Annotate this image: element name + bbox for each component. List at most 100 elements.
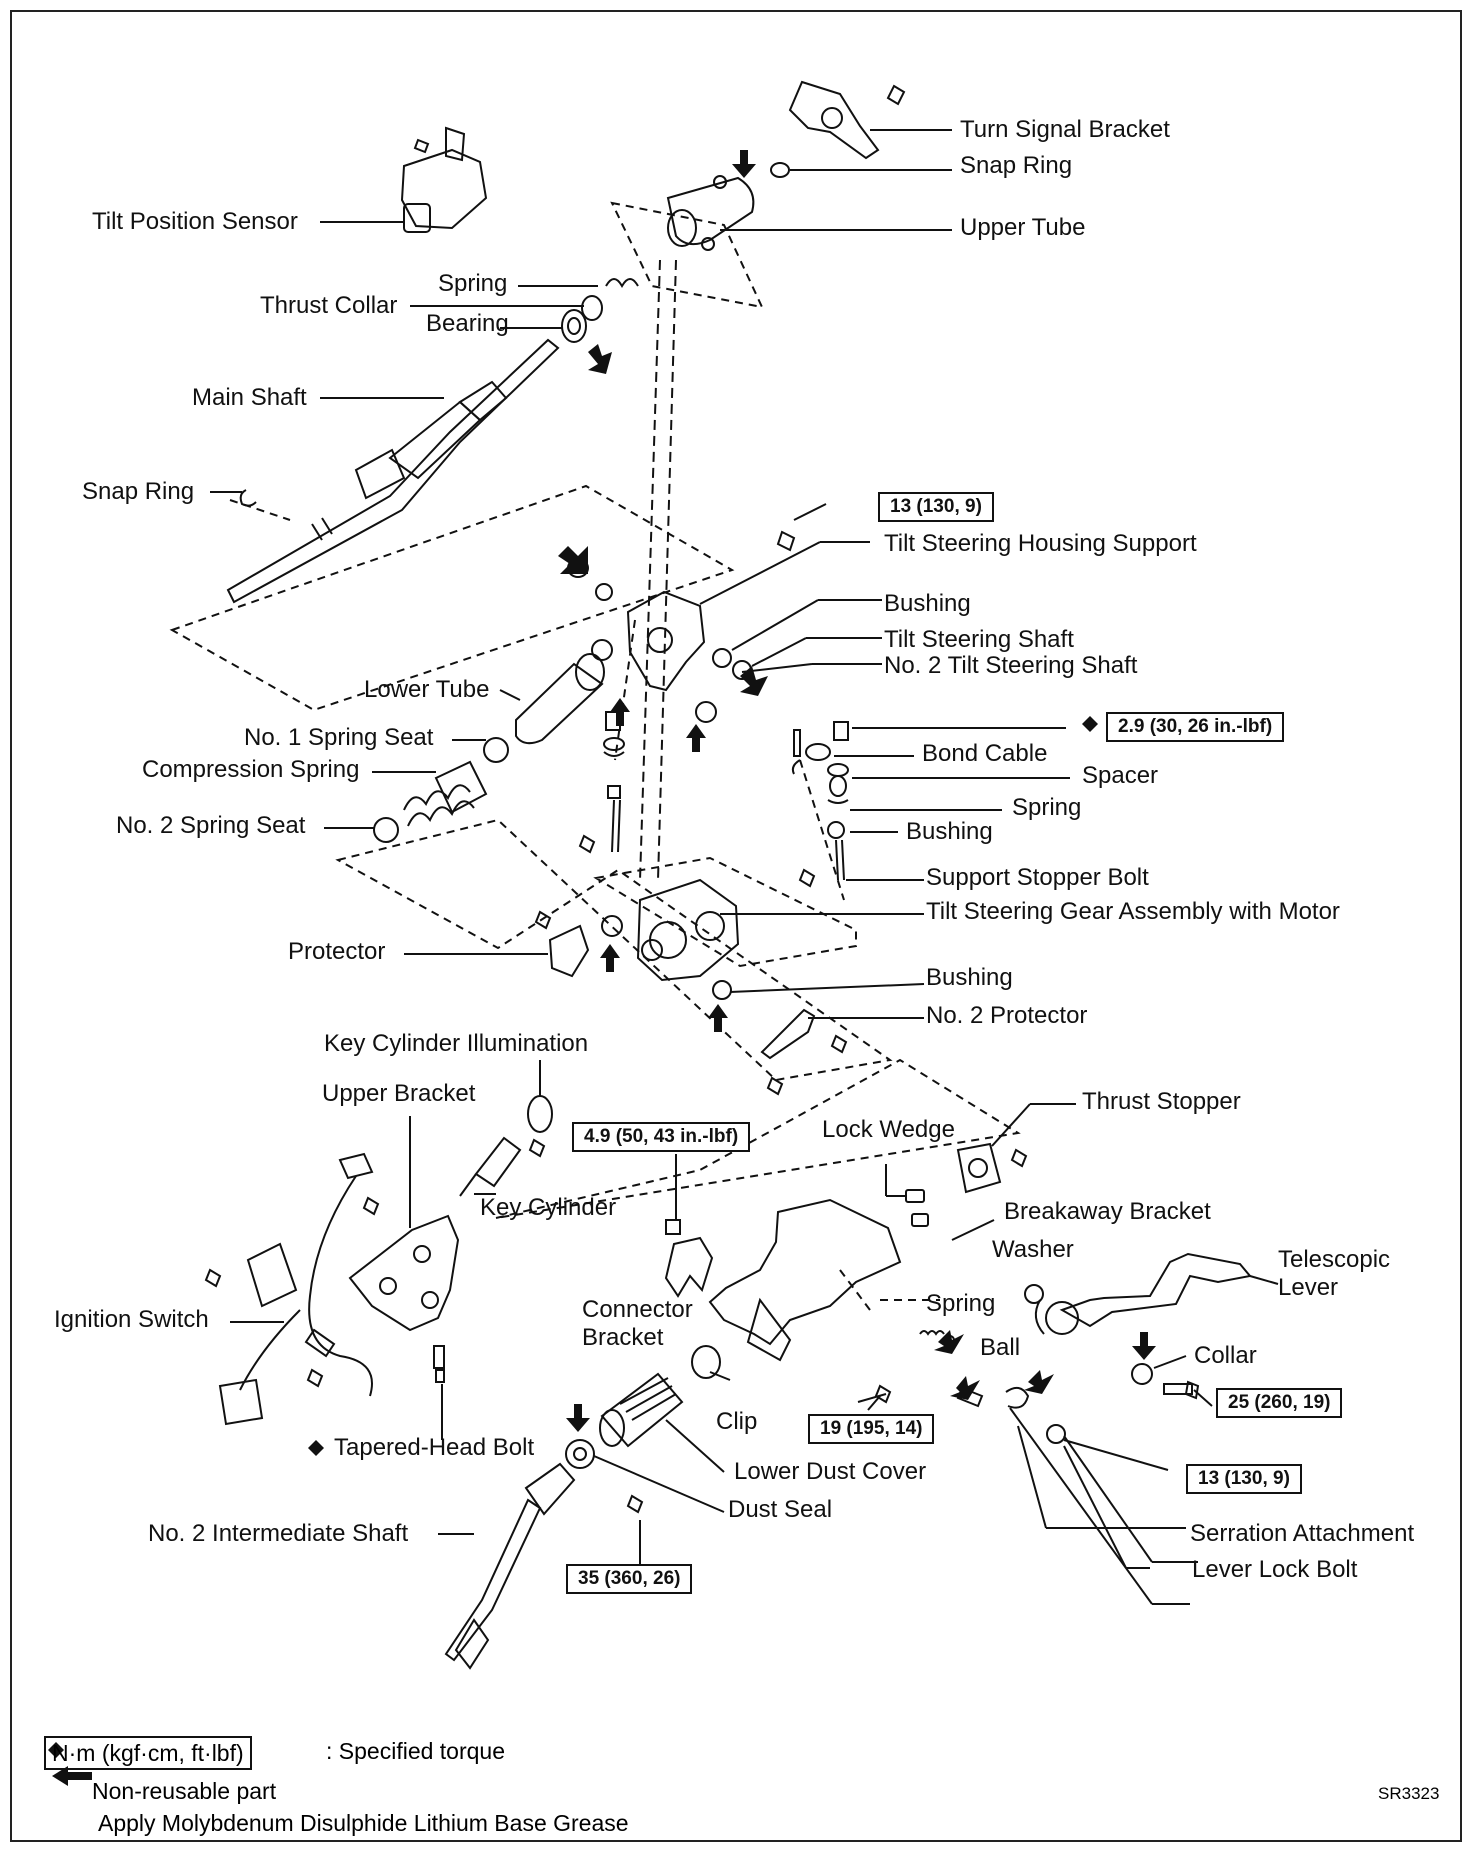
label-lever-lock-bolt: Lever Lock Bolt: [1192, 1556, 1358, 1583]
spring-coil-shape: [605, 278, 639, 289]
label-bushing-3: Bushing: [926, 964, 1013, 991]
label-collar: Collar: [1194, 1342, 1257, 1369]
torque-box: 4.9 (50, 43 in.-lbf): [572, 1122, 751, 1152]
label-key-cylinder-illumination: Key Cylinder Illumination: [324, 1030, 589, 1057]
harness-shape: [308, 1175, 373, 1397]
label-compression-spring: Compression Spring: [142, 756, 360, 783]
upper-bracket-shape: [348, 1214, 460, 1332]
legend-nonreusable: Non-reusable part: [92, 1778, 277, 1804]
label-tilt-steering-gear: Tilt Steering Gear Assembly with Motor: [926, 898, 1340, 925]
label-clip: Clip: [716, 1408, 758, 1435]
upper-bracket-dash-box: [495, 1058, 1021, 1219]
legend-torque-unit: N·m (kgf·cm, ft·lbf): [44, 1736, 252, 1770]
drawing-code: SR3323: [1378, 1784, 1440, 1803]
compression-spring-shape: [403, 784, 471, 811]
no2-protector-shape: [760, 1008, 816, 1060]
main-shaft-dash-box: [169, 484, 735, 712]
label-protector: Protector: [288, 938, 386, 965]
legend-torque-desc: : Specified torque: [326, 1738, 506, 1764]
key-cylinder-shape: [474, 1136, 522, 1188]
telescopic-lever-shape: [1059, 1252, 1252, 1328]
label-spacer: Spacer: [1082, 762, 1159, 789]
grease-arrow: [732, 150, 756, 178]
connector-bracket-shape: [664, 1236, 714, 1298]
label-snap-ring-top: Snap Ring: [960, 152, 1073, 179]
nonreusable-diamond: [48, 1742, 64, 1758]
label-tilt-steering-shaft: Tilt Steering Shaft: [884, 626, 1074, 653]
grease-arrow: [1024, 1370, 1054, 1394]
label-tapered-head-bolt: Tapered-Head Bolt: [334, 1434, 535, 1461]
label-spring-top: Spring: [438, 270, 508, 297]
label-lower-dust-cover: Lower Dust Cover: [734, 1458, 927, 1485]
grease-arrow: [708, 1004, 728, 1032]
grease-arrow: [950, 1376, 980, 1400]
label-tilt-steering-housing-support: Tilt Steering Housing Support: [884, 530, 1197, 557]
tilt-gear-assembly-shape: [636, 878, 740, 982]
label-thrust-stopper: Thrust Stopper: [1082, 1088, 1241, 1115]
screw-shape: [886, 84, 906, 106]
label-spring-low: Spring: [926, 1290, 996, 1317]
breakaway-bracket-shape: [708, 1198, 902, 1346]
nonreusable-diamond: [1082, 716, 1098, 732]
label-snap-ring-left: Snap Ring: [82, 478, 195, 505]
torque-box: 13 (130, 9): [878, 492, 994, 522]
label-key-cylinder: Key Cylinder: [480, 1194, 617, 1221]
torque-box: 25 (260, 19): [1216, 1388, 1343, 1418]
label-bond-cable: Bond Cable: [922, 740, 1048, 767]
torque-box: 13 (130, 9): [1186, 1464, 1302, 1494]
label-lower-tube: Lower Tube: [364, 676, 490, 703]
label-bushing-2: Bushing: [906, 818, 993, 845]
housing-support-shape: [626, 590, 706, 692]
label-main-shaft: Main Shaft: [192, 384, 307, 411]
lower-assembly-dash-box: [335, 818, 893, 1082]
grease-arrow: [566, 1404, 590, 1432]
grease-arrow: [934, 1330, 964, 1354]
grease-arrow: [1132, 1332, 1156, 1360]
label-connector-bracket-2: Bracket: [582, 1324, 664, 1351]
label-support-stopper-bolt: Support Stopper Bolt: [926, 864, 1149, 891]
label-telescopic-lever-2: Lever: [1278, 1274, 1339, 1301]
intermediate-shaft-shape: [524, 1462, 576, 1516]
thrust-stopper-shape: [956, 1142, 1002, 1194]
label-connector-bracket-1: Connector: [582, 1296, 693, 1323]
label-bearing: Bearing: [426, 310, 509, 337]
label-tilt-position-sensor: Tilt Position Sensor: [92, 208, 298, 235]
label-no2-tilt-steering-shaft: No. 2 Tilt Steering Shaft: [884, 652, 1138, 679]
grease-arrow: [588, 344, 612, 374]
label-no2-intermediate-shaft: No. 2 Intermediate Shaft: [148, 1520, 409, 1547]
grease-arrow: [52, 1766, 92, 1786]
upper-tube-shape: [666, 176, 755, 246]
grease-arrow: [600, 944, 620, 972]
label-ball: Ball: [980, 1334, 1021, 1361]
label-upper-bracket: Upper Bracket: [322, 1080, 476, 1107]
grease-arrow: [686, 724, 706, 752]
label-breakaway-bracket: Breakaway Bracket: [1004, 1198, 1211, 1225]
label-no2-spring-seat: No. 2 Spring Seat: [116, 812, 306, 839]
label-dust-seal: Dust Seal: [728, 1496, 833, 1523]
label-no2-protector: No. 2 Protector: [926, 1002, 1088, 1029]
gear-dash-box: [593, 856, 857, 968]
label-lock-wedge: Lock Wedge: [822, 1116, 955, 1143]
protector-shape: [548, 924, 590, 978]
label-telescopic-lever-1: Telescopic: [1278, 1246, 1391, 1273]
label-bushing-1: Bushing: [884, 590, 971, 617]
grease-arrow: [740, 666, 768, 696]
grease-arrow: [558, 546, 588, 574]
label-turn-signal-bracket: Turn Signal Bracket: [960, 116, 1170, 143]
label-upper-tube: Upper Tube: [960, 214, 1086, 241]
label-thrust-collar: Thrust Collar: [260, 292, 398, 319]
lower-dust-cover-shape: [600, 1372, 684, 1448]
torque-box: 19 (195, 14): [808, 1414, 935, 1444]
ignition-switch-shape: [246, 1242, 298, 1308]
main-shaft-shape: [226, 338, 560, 604]
label-no1-spring-seat: No. 1 Spring Seat: [244, 724, 434, 751]
torque-box: 2.9 (30, 26 in.-lbf): [1106, 712, 1285, 742]
label-spring-mid: Spring: [1012, 794, 1082, 821]
diagram-frame: [10, 10, 1462, 1842]
turn-signal-bracket-shape: [788, 80, 880, 160]
tilt-position-sensor-shape: [400, 148, 488, 230]
upper-tube-dash-box: [610, 201, 764, 309]
grease-arrow: [610, 698, 630, 726]
label-serration-attachment: Serration Attachment: [1190, 1520, 1415, 1547]
